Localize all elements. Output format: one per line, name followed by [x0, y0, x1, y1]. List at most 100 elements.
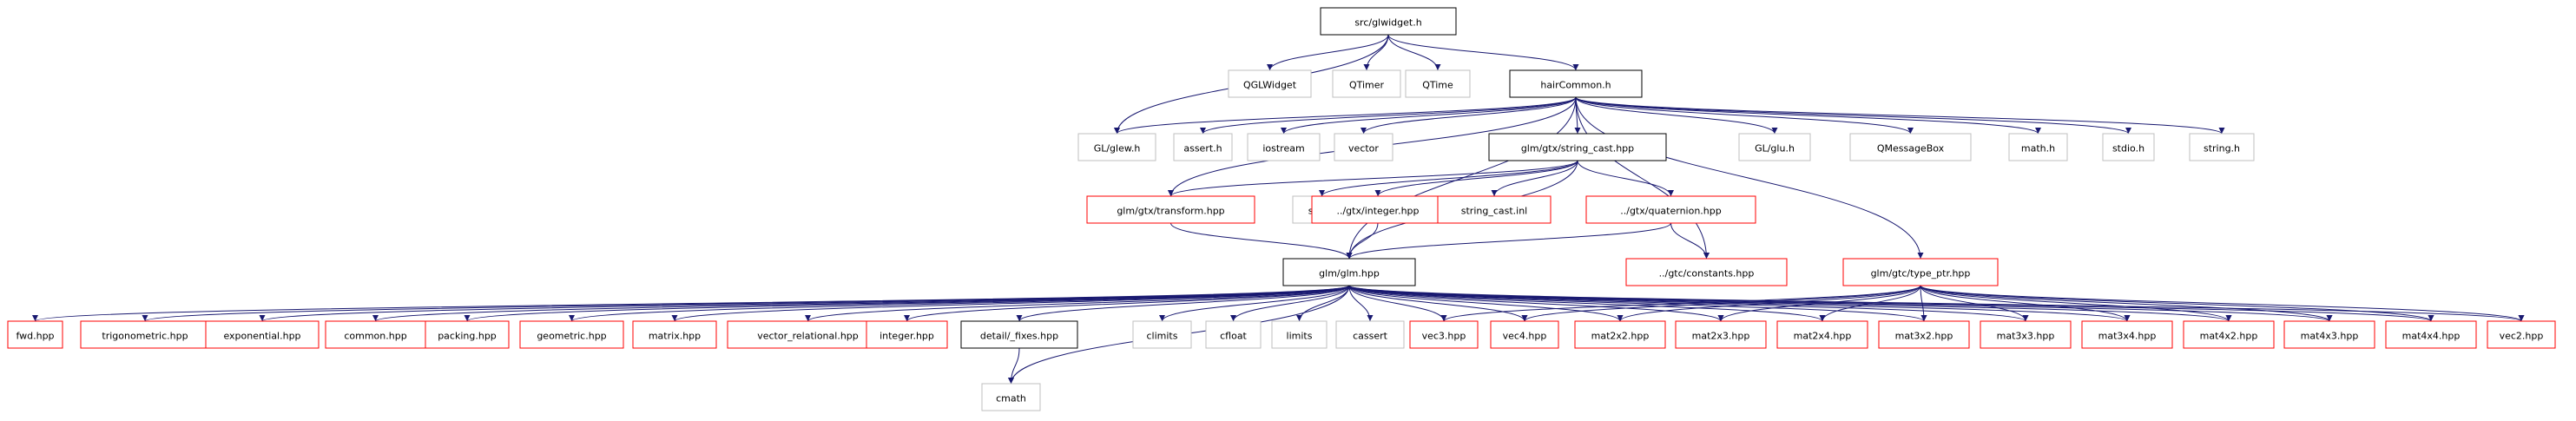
- edge-glm-to-mat4x4: [1348, 285, 2434, 322]
- edge-haircommon-to-constants: [1575, 96, 1710, 260]
- node-box-glu: [1738, 133, 1811, 161]
- node-glm[interactable]: glm/glm.hpp: [1282, 258, 1416, 286]
- node-geometric[interactable]: geometric.hpp: [519, 320, 624, 349]
- node-label-iostream: iostream: [1262, 143, 1304, 155]
- edge-glm-to-packing: [464, 285, 1350, 322]
- node-box-haircommon: [1509, 69, 1643, 98]
- node-mat3x3[interactable]: mat3x3.hpp: [1980, 320, 2072, 349]
- node-label-mat4x2: mat4x2.hpp: [2200, 331, 2258, 342]
- node-label-glew: GL/glew.h: [1094, 143, 1141, 155]
- node-label-mat3x4: mat3x4.hpp: [2098, 331, 2157, 342]
- node-box-cfloat: [1205, 320, 1262, 349]
- node-string_cast[interactable]: glm/gtx/string_cast.hpp: [1488, 133, 1667, 161]
- node-label-assert: assert.h: [1183, 143, 1222, 155]
- edge-type_ptr-to-mat2x4: [1819, 285, 1921, 322]
- node-label-matrix: matrix.hpp: [649, 331, 701, 342]
- node-box-trigonometric: [80, 320, 210, 349]
- node-label-gtx_integer: ../gtx/integer.hpp: [1336, 206, 1419, 217]
- node-mat2x4[interactable]: mat2x4.hpp: [1776, 320, 1868, 349]
- edge-glm-to-matrix: [671, 285, 1350, 322]
- node-quaternion[interactable]: ../gtx/quaternion.hpp: [1585, 195, 1756, 224]
- node-label-integer: integer.hpp: [880, 331, 934, 342]
- node-qmessagebox: QMessageBox: [1849, 133, 1972, 161]
- node-box-qmessagebox: [1849, 133, 1972, 161]
- node-haircommon[interactable]: hairCommon.h: [1509, 69, 1643, 98]
- edge-glm-to-integer: [904, 285, 1350, 322]
- edge-glm-to-vector_relational: [805, 285, 1350, 322]
- node-box-integer: [866, 320, 948, 349]
- edge-haircommon-to-math: [1575, 96, 2041, 135]
- node-packing[interactable]: packing.hpp: [425, 320, 510, 349]
- edge-glm-to-vec3: [1348, 285, 1447, 322]
- edge-type_ptr-to-vec3: [1440, 285, 1921, 322]
- node-box-assert: [1173, 133, 1233, 161]
- node-box-matrix: [632, 320, 717, 349]
- edge-glm-to-mat3x4: [1348, 285, 2131, 322]
- node-label-constants: ../gtc/constants.hpp: [1659, 268, 1755, 280]
- edge-glwidget-to-qglwidget: [1267, 34, 1389, 71]
- node-label-cmath: cmath: [996, 393, 1026, 405]
- node-box-glm: [1282, 258, 1416, 286]
- node-box-type_ptr: [1842, 258, 1999, 286]
- node-box-vec3: [1409, 320, 1479, 349]
- node-box-vec4: [1490, 320, 1559, 349]
- node-gtx_integer[interactable]: ../gtx/integer.hpp: [1311, 195, 1445, 224]
- node-string_cast_inl[interactable]: string_cast.inl: [1437, 195, 1552, 224]
- node-mat3x4[interactable]: mat3x4.hpp: [2081, 320, 2173, 349]
- node-integer[interactable]: integer.hpp: [866, 320, 948, 349]
- node-glwidget[interactable]: src/glwidget.h: [1320, 7, 1457, 36]
- node-label-glm: glm/glm.hpp: [1319, 268, 1380, 280]
- node-label-vector: vector: [1348, 143, 1379, 155]
- node-fwd[interactable]: fwd.hpp: [7, 320, 63, 349]
- node-vector_relational[interactable]: vector_relational.hpp: [727, 320, 889, 349]
- edge-haircommon-to-stdio: [1575, 96, 2131, 135]
- edge-haircommon-to-glu: [1575, 96, 1778, 135]
- edge-type_ptr-to-mat4x2: [1920, 285, 2232, 322]
- node-transform[interactable]: glm/gtx/transform.hpp: [1086, 195, 1255, 224]
- node-mat2x2[interactable]: mat2x2.hpp: [1574, 320, 1666, 349]
- node-constants[interactable]: ../gtc/constants.hpp: [1625, 258, 1788, 286]
- node-matrix[interactable]: matrix.hpp: [632, 320, 717, 349]
- node-label-qtime: QTime: [1422, 80, 1453, 91]
- node-mat4x4[interactable]: mat4x4.hpp: [2385, 320, 2477, 349]
- node-box-stdio: [2102, 133, 2155, 161]
- node-label-mat4x3: mat4x3.hpp: [2301, 331, 2359, 342]
- node-label-mat2x4: mat2x4.hpp: [1794, 331, 1852, 342]
- node-box-mat3x4: [2081, 320, 2173, 349]
- node-type_ptr[interactable]: glm/gtc/type_ptr.hpp: [1842, 258, 1999, 286]
- node-common[interactable]: common.hpp: [325, 320, 426, 349]
- node-box-mat4x4: [2385, 320, 2477, 349]
- node-exponential[interactable]: exponential.hpp: [205, 320, 320, 349]
- node-vec2[interactable]: vec2.hpp: [2487, 320, 2556, 349]
- node-mat4x2[interactable]: mat4x2.hpp: [2183, 320, 2275, 349]
- node-box-mat3x3: [1980, 320, 2072, 349]
- node-box-exponential: [205, 320, 320, 349]
- node-box-qtimer: [1332, 69, 1401, 98]
- edge-haircommon-to-stringh: [1575, 96, 2225, 135]
- node-vec4[interactable]: vec4.hpp: [1490, 320, 1559, 349]
- edge-glm-to-vec4: [1348, 285, 1528, 322]
- node-label-string_cast_inl: string_cast.inl: [1461, 206, 1528, 217]
- node-cfloat: cfloat: [1205, 320, 1262, 349]
- node-box-geometric: [519, 320, 624, 349]
- node-mat4x3[interactable]: mat4x3.hpp: [2283, 320, 2375, 349]
- node-box-string_cast: [1488, 133, 1667, 161]
- node-mat3x2[interactable]: mat3x2.hpp: [1878, 320, 1970, 349]
- node-mat2x3[interactable]: mat2x3.hpp: [1675, 320, 1767, 349]
- edge-transform-to-glm: [1170, 222, 1353, 260]
- node-box-mat2x4: [1776, 320, 1868, 349]
- node-box-qtime: [1405, 69, 1471, 98]
- node-box-iostream: [1247, 133, 1321, 161]
- node-assert: assert.h: [1173, 133, 1233, 161]
- node-fixes[interactable]: detail/_fixes.hpp: [960, 320, 1078, 349]
- node-stdio: stdio.h: [2102, 133, 2155, 161]
- edge-haircommon-to-type_ptr: [1575, 96, 1924, 260]
- edge-haircommon-to-glm: [1346, 96, 1577, 260]
- node-label-trigonometric: trigonometric.hpp: [102, 331, 188, 342]
- edge-type_ptr-to-mat2x3: [1717, 285, 1921, 322]
- edge-glm-to-mat3x2: [1348, 285, 1927, 322]
- node-vec3[interactable]: vec3.hpp: [1409, 320, 1479, 349]
- node-trigonometric[interactable]: trigonometric.hpp: [80, 320, 210, 349]
- node-label-fwd: fwd.hpp: [16, 331, 54, 342]
